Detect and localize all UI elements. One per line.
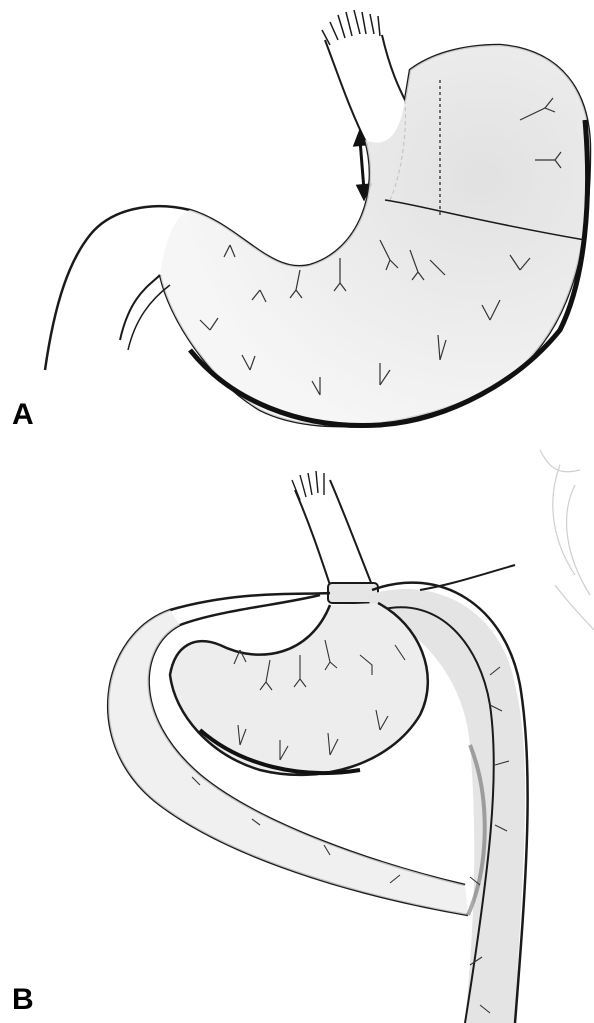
- panel-label-a: A: [12, 400, 34, 430]
- reconstruction-diagram-b: [0, 445, 594, 1023]
- background-sketch: [540, 450, 594, 630]
- esophagus-b: [292, 471, 378, 603]
- stomach-diagram-a: [0, 0, 594, 440]
- panel-b-illustration: B: [0, 445, 594, 1023]
- stomach-a: [45, 45, 590, 426]
- panel-a-illustration: A: [0, 0, 594, 440]
- panel-label-b: B: [12, 985, 34, 1015]
